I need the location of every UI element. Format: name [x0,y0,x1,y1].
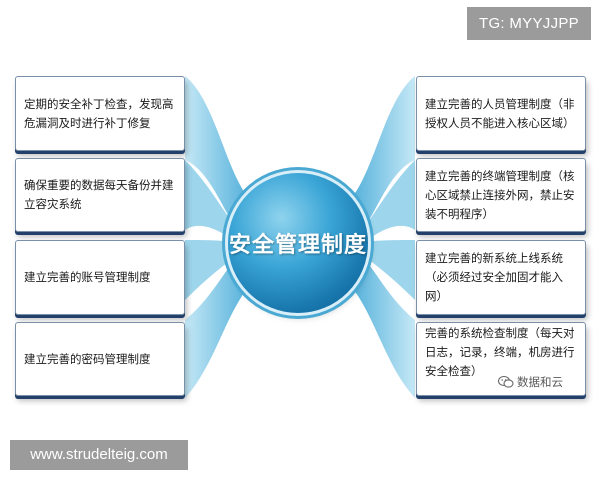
left-box-4: 建立完善的密码管理制度 [15,322,185,396]
left-box-2: 确保重要的数据每天备份并建立容灾系统 [15,158,185,232]
right-box-4-text: 完善的系统检查制度（每天对日志，记录，终端，机房进行安全检查） [425,325,575,378]
watermark-text: 数据和云 [517,375,563,389]
right-box-2-text: 建立完善的终端管理制度（核心区域禁止连接外网，禁止安装不明程序） [425,168,575,221]
left-box-3: 建立完善的账号管理制度 [15,240,185,315]
right-box-2: 建立完善的终端管理制度（核心区域禁止连接外网，禁止安装不明程序） [416,158,586,232]
central-hub: 安全管理制度 [228,173,368,313]
left-box-2-text: 确保重要的数据每天备份并建立容灾系统 [24,178,174,211]
left-connector-mid [185,160,240,300]
left-connector-fan [185,76,250,398]
left-box-4-text: 建立完善的密码管理制度 [24,351,151,366]
right-box-4: 完善的系统检查制度（每天对日志，记录，终端，机房进行安全检查） [416,322,586,396]
tg-badge: TG: MYYJJPP [467,7,591,40]
hub-label: 安全管理制度 [228,233,367,258]
right-box-1: 建立完善的人员管理制度（非授权人员不能进入核心区域） [416,76,586,151]
right-connector-fan [350,76,415,398]
right-connector-mid [360,160,415,300]
left-box-1-text: 定期的安全补丁检查，发现高危漏洞及时进行补丁修复 [24,96,174,130]
left-box-3-text: 建立完善的账号管理制度 [24,270,151,284]
watermark: 数据和云 [498,374,563,390]
wechat-icon [498,376,514,388]
url-badge: www.strudelteig.com [10,440,188,470]
right-box-1-text: 建立完善的人员管理制度（非授权人员不能进入核心区域） [425,96,575,130]
left-box-1: 定期的安全补丁检查，发现高危漏洞及时进行补丁修复 [15,76,185,151]
right-box-3: 建立完善的新系统上线系统（必须经过安全加固才能入网） [416,240,586,315]
right-box-3-text: 建立完善的新系统上线系统（必须经过安全加固才能入网） [425,251,563,303]
